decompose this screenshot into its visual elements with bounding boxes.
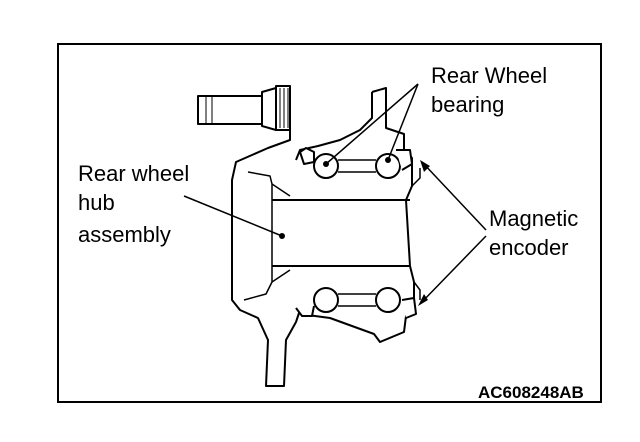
label-bearing-line-1: Rear Wheel	[431, 63, 548, 88]
hub-pointer-dot	[279, 233, 285, 239]
lower-bearing	[295, 287, 417, 319]
upper-bearing	[299, 147, 413, 179]
encoder-arrow-lower	[418, 294, 428, 306]
figure-code: AC608248AB	[478, 383, 584, 402]
label-hub-line-2: hub	[78, 190, 115, 215]
leader-lines	[183, 83, 487, 305]
wheel-stud	[197, 85, 291, 131]
inner-race	[295, 87, 421, 343]
label-hub-line-3: assembly	[78, 222, 171, 247]
bearing-leader-line-2	[387, 83, 419, 161]
hub-flange-outline	[231, 86, 410, 387]
label-hub-line-1: Rear wheel	[78, 161, 190, 186]
hub-leader-line	[183, 195, 283, 237]
diagram-frame	[57, 43, 602, 403]
label-encoder-line-2: encoder	[489, 235, 569, 260]
bearing-leader-line-1	[325, 83, 419, 165]
label-bearing-line-2: bearing	[431, 92, 505, 117]
encoder-leader-line-upper	[421, 161, 487, 231]
leader-markers	[279, 157, 430, 306]
encoder-leader-line-lower	[419, 235, 487, 305]
bearing-pointer-dot-2	[385, 157, 391, 163]
encoder-arrow-upper	[420, 160, 430, 172]
bearing-pointer-dot-1	[323, 161, 329, 167]
label-encoder-line-1: Magnetic	[489, 206, 579, 231]
